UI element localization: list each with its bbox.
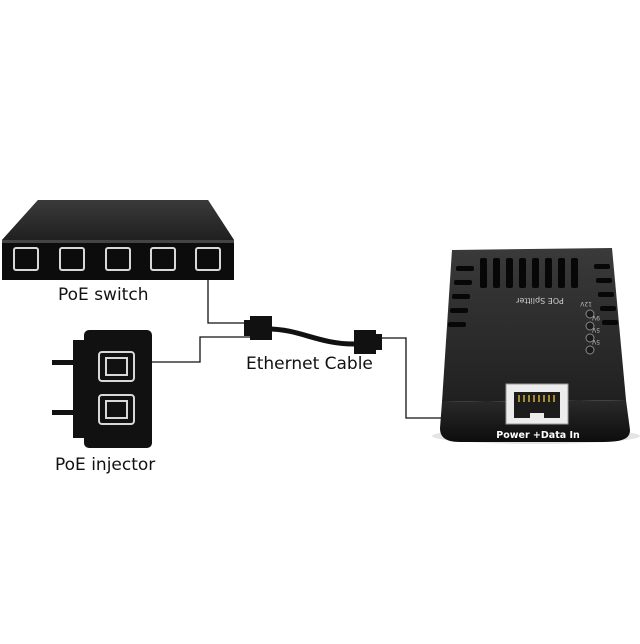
ethernet-cable xyxy=(244,316,382,354)
wires xyxy=(152,272,442,419)
splitter-brand-text: POE Splitter xyxy=(515,296,564,305)
injector-prong-top xyxy=(52,360,78,365)
injector-wire xyxy=(152,336,250,363)
switch-port xyxy=(150,247,176,271)
poe-splitter: POE Splitter 12V 9V 5V 5V xyxy=(432,248,640,444)
injector-prong-bottom xyxy=(52,410,78,415)
splitter-wire xyxy=(376,337,442,419)
voltage-selector: 12V 9V 5V 5V xyxy=(579,300,600,355)
switch-ports xyxy=(13,247,221,271)
injector-port-top xyxy=(98,351,135,382)
ethernet-cable-label: Ethernet Cable xyxy=(246,354,373,374)
splitter-port-label: Power +Data In xyxy=(496,430,580,441)
switch-port xyxy=(195,247,221,271)
voltage-label: 5V xyxy=(591,338,600,345)
switch-port xyxy=(59,247,85,271)
poe-injector-label: PoE injector xyxy=(55,455,156,475)
cable-plug-left xyxy=(250,316,272,340)
voltage-label: 9V xyxy=(591,314,600,321)
switch-port xyxy=(105,247,131,271)
switch-port xyxy=(13,247,39,271)
voltage-label: 12V xyxy=(579,300,592,307)
voltage-label: 5V xyxy=(591,326,600,333)
switch-wire xyxy=(207,272,250,324)
splitter-rj45-port xyxy=(505,383,569,425)
poe-switch xyxy=(2,200,234,280)
poe-injector xyxy=(52,330,152,448)
cable-plug-right xyxy=(354,330,376,354)
poe-switch-label: PoE switch xyxy=(58,285,149,305)
injector-port-bottom xyxy=(98,394,135,425)
vent-slots xyxy=(448,258,618,327)
